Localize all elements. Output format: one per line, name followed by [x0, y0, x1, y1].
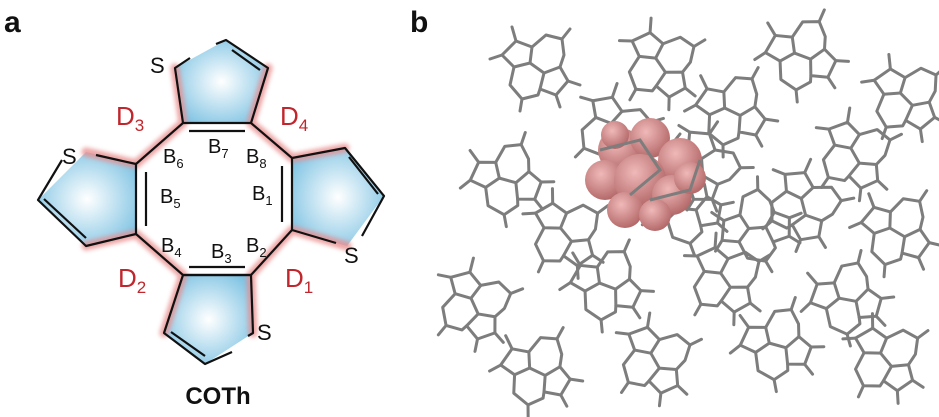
overlay-stick: [599, 138, 662, 197]
packed-molecule: [761, 157, 856, 253]
packed-molecule: [683, 66, 780, 159]
packed-molecule: [848, 189, 939, 279]
packed-molecule: [860, 52, 939, 144]
packed-molecule: [458, 130, 556, 229]
sulfur-top: S: [150, 53, 165, 78]
bond-label-b6: B6: [163, 146, 184, 171]
bond-label-b5: B5: [160, 186, 181, 211]
packed-molecule: [682, 231, 772, 327]
sulfur-left: S: [62, 144, 77, 169]
packed-molecule: [814, 106, 903, 203]
dihedral-label-d4: D4: [280, 101, 308, 135]
atom-sphere: [607, 192, 643, 228]
packed-molecule: [558, 238, 655, 334]
atom-sphere: [639, 199, 671, 231]
packed-molecule: [710, 175, 803, 274]
bond-label-b4: B4: [161, 235, 182, 260]
sulfur-right: S: [344, 243, 359, 268]
dihedral-label-d1: D1: [285, 263, 313, 297]
atom-sphere: [585, 160, 625, 200]
bond-label-b7: B7: [208, 136, 229, 161]
atom-sphere: [630, 118, 670, 158]
packed-molecule: [436, 256, 525, 353]
overlay-stick: [649, 159, 702, 202]
packed-molecule: [728, 295, 826, 394]
panel-a-letter: a: [4, 6, 21, 39]
bond-labels: B1 B2 B3 B4 B5 B6 B7 B8: [160, 136, 273, 266]
packed-molecule: [488, 25, 582, 113]
packed-molecule: [488, 326, 585, 417]
dihedral-labels: D1 D2 D3 D4: [116, 101, 313, 297]
packed-molecule: [614, 311, 703, 408]
atom-sphere: [601, 121, 629, 149]
packed-molecule: [799, 248, 896, 348]
bond-label-b8: B8: [246, 146, 267, 171]
panel-b-letter: b: [410, 6, 428, 39]
packed-molecule: [617, 16, 707, 112]
dihedral-label-d2: D2: [118, 263, 146, 297]
panel-a-structure: a: [4, 6, 386, 410]
sulfur-bottom: S: [257, 320, 272, 345]
thiophene-ring-top: [175, 40, 268, 123]
molecule-name: COTh: [185, 383, 250, 410]
skeletal-bonds: [36, 38, 386, 366]
bond-label-b2: B2: [246, 235, 267, 260]
thiophene-ring-left: [38, 152, 136, 246]
bond-label-b1: B1: [252, 183, 273, 208]
packed-molecule: [753, 8, 850, 104]
dihedral-label-d3: D3: [116, 101, 144, 135]
thiophene-rings: [38, 40, 384, 364]
packed-molecule: [841, 312, 930, 405]
panel-b-crystal-packing: b: [410, 6, 939, 417]
highlighted-molecule: [585, 118, 706, 231]
bond-label-b3: B3: [211, 241, 232, 266]
